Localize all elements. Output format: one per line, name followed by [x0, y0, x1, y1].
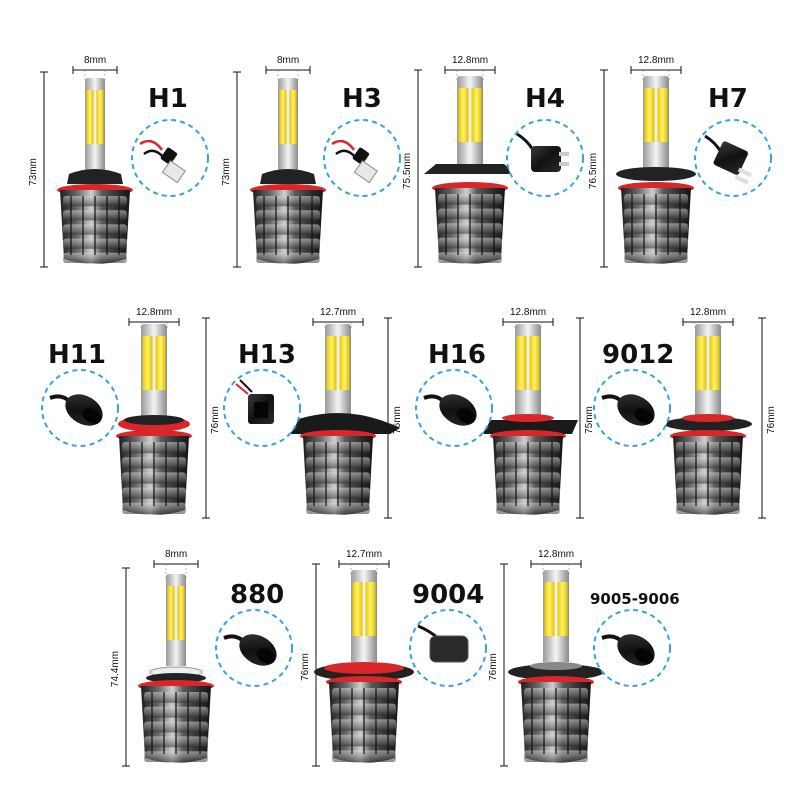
- model-label: 9004: [412, 580, 485, 610]
- connector-icon: [131, 119, 209, 197]
- model-label: H3: [342, 84, 382, 114]
- connector-icon: [593, 609, 671, 687]
- model-label: H1: [148, 84, 188, 114]
- width-dimension-label: 12.8mm: [136, 307, 173, 318]
- height-dimension-label: 76mm: [299, 653, 311, 681]
- model-label: 880: [230, 580, 285, 610]
- model-label: H4: [525, 84, 565, 114]
- height-dimension-label: 76mm: [209, 406, 221, 434]
- width-dimension-label: 8mm: [277, 55, 300, 66]
- width-dimension-label: 12.8mm: [638, 55, 675, 66]
- connector-icon: [323, 119, 401, 197]
- model-label: H13: [238, 340, 296, 370]
- height-dimension-label: 76mm: [391, 406, 403, 434]
- height-dimension-label: 74.4mm: [110, 650, 122, 688]
- model-label: 9005-9006: [590, 590, 680, 608]
- height-dimension-label: 76mm: [487, 653, 499, 681]
- connector-icon: [593, 369, 671, 447]
- width-dimension-label: 12.8mm: [452, 55, 489, 66]
- model-label: H11: [48, 340, 106, 370]
- width-dimension-label: 8mm: [84, 55, 107, 66]
- model-label: 9012: [602, 340, 675, 370]
- height-dimension-label: 76.5mm: [588, 152, 600, 189]
- connector-icon: [409, 609, 487, 687]
- width-dimension-label: 12.8mm: [690, 307, 727, 318]
- model-label: H7: [708, 84, 748, 114]
- connector-icon: [215, 609, 293, 687]
- height-dimension-label: 73mm: [220, 157, 232, 186]
- model-label: H16: [428, 340, 486, 370]
- width-dimension-label: 12.7mm: [320, 307, 357, 318]
- connector-icon: [694, 119, 772, 197]
- connector-icon: [415, 369, 493, 447]
- connector-icon: [223, 369, 301, 447]
- width-dimension-label: 12.7mm: [346, 549, 383, 560]
- connector-icon: [41, 369, 119, 447]
- width-dimension-label: 8mm: [165, 549, 188, 560]
- width-dimension-label: 12.8mm: [510, 307, 547, 318]
- height-dimension-label: 73mm: [27, 157, 39, 186]
- width-dimension-label: 12.8mm: [538, 549, 575, 560]
- height-dimension-label: 75mm: [583, 406, 595, 434]
- connector-icon: [506, 119, 584, 197]
- height-dimension-label: 75.5mm: [402, 152, 414, 189]
- height-dimension-label: 76mm: [765, 406, 777, 434]
